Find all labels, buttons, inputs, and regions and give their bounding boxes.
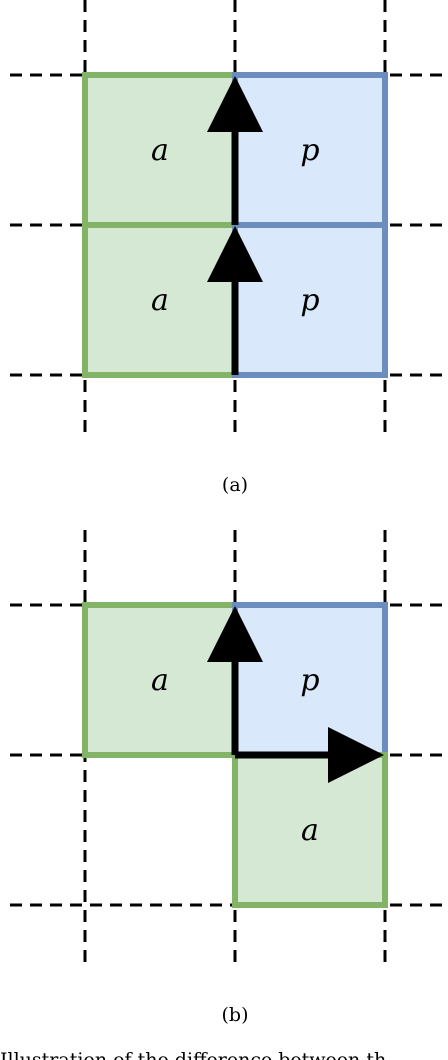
cell-label: p bbox=[300, 283, 319, 318]
cell-label: a bbox=[151, 283, 169, 318]
panel-a-caption: (a) bbox=[222, 474, 248, 496]
panel-b-caption: (b) bbox=[222, 1004, 249, 1026]
cell-label: a bbox=[151, 133, 169, 168]
cell-blue-p bbox=[232, 72, 388, 228]
cell-label: a bbox=[151, 663, 169, 698]
figure-caption-fragment: Illustration of the difference between t… bbox=[0, 1049, 386, 1060]
panel-a: a p a p (a) bbox=[10, 0, 448, 496]
cell-label: p bbox=[300, 133, 319, 168]
panel-b: a p a (b) bbox=[10, 530, 448, 1026]
cell-label: a bbox=[301, 813, 319, 848]
cell-label: p bbox=[300, 663, 319, 698]
